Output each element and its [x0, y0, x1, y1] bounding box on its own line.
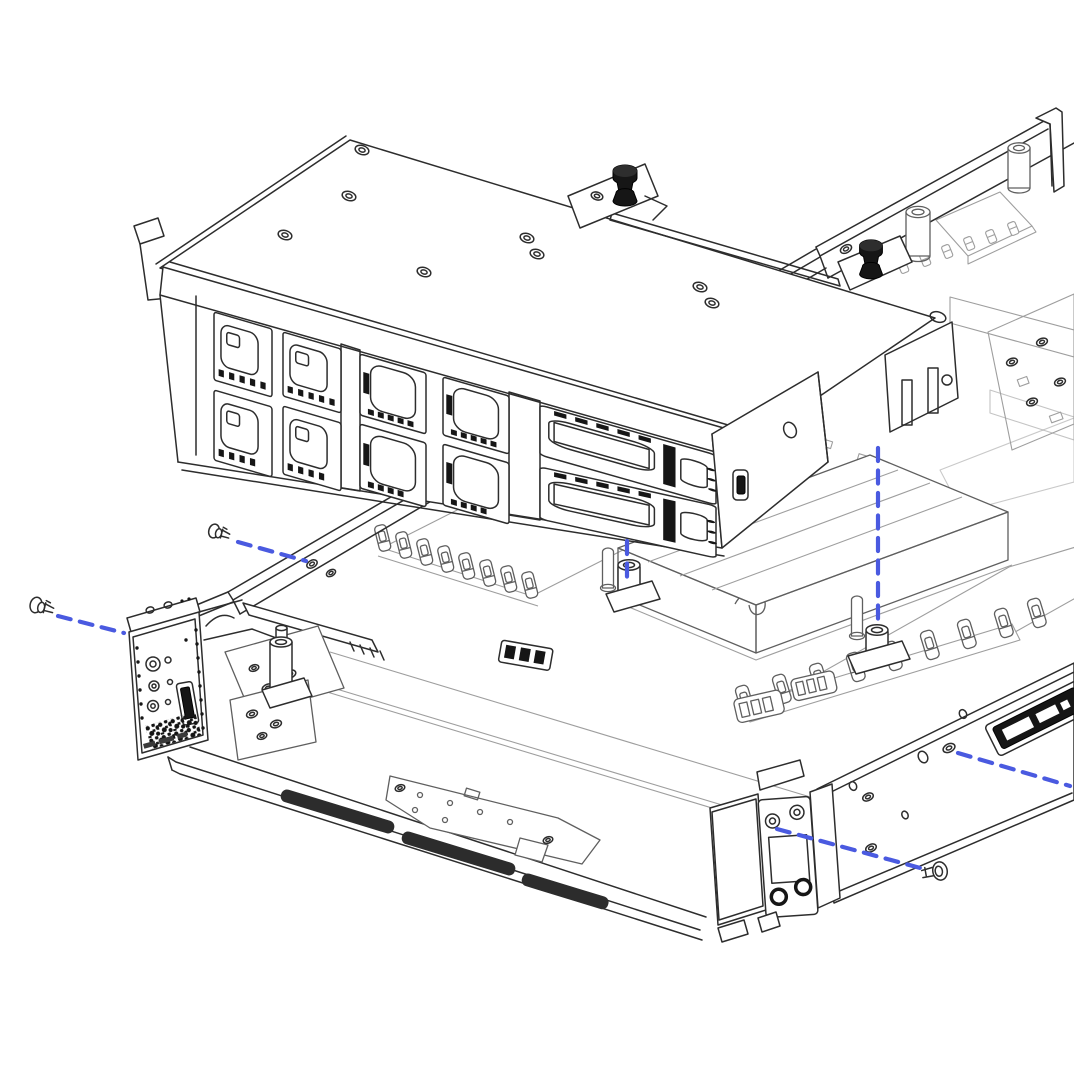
drive-tray [443, 444, 509, 524]
standoff-front [606, 559, 660, 612]
drive-tray [283, 406, 341, 491]
front-panel-bracket [127, 597, 384, 760]
pcb-region-right [988, 294, 1074, 450]
chassis-rear-wall [816, 108, 1074, 278]
cage-front-face [160, 267, 755, 558]
chassis-floor [136, 592, 870, 940]
connector-blocks [733, 670, 838, 723]
status-led [165, 657, 173, 705]
drive-tray [283, 332, 341, 413]
barrel-standoff [262, 625, 312, 708]
side-io-port [984, 680, 1074, 757]
connector-band-2 [990, 390, 1074, 440]
standoff [1008, 143, 1030, 193]
floor-pcb-plate [386, 776, 600, 864]
drive-tray [360, 424, 426, 507]
drive-tray-wide [540, 467, 717, 558]
power-button [146, 657, 160, 671]
drive-tray [214, 390, 272, 477]
drive-cage-module [134, 136, 958, 558]
panel-label-text [143, 731, 188, 749]
chassis-right-wall [817, 663, 1074, 903]
drive-tray [443, 377, 509, 454]
floor-connector [498, 640, 553, 671]
cage-right-face [712, 372, 828, 548]
standoff-rear [848, 624, 910, 674]
alignment-line-5 [777, 829, 924, 869]
reset-button [148, 701, 159, 712]
corner-vent-bracket [710, 760, 840, 942]
alignment-line-2 [58, 616, 124, 633]
drive-tray [360, 354, 426, 434]
panel-support-arm [199, 600, 384, 760]
drive-tray [214, 312, 272, 397]
panel-perforations [135, 628, 205, 730]
connector-band [950, 297, 1074, 357]
alignment-line-6 [958, 753, 1070, 786]
drive-tray-wide [540, 405, 717, 505]
gripper-strips [280, 789, 609, 910]
standoff [906, 206, 930, 261]
plate-slot [610, 213, 840, 286]
cage-right-bracket [885, 322, 958, 432]
chassis [136, 108, 1074, 942]
id-button [149, 681, 159, 691]
guide-pins [599, 547, 911, 674]
aux-heatsink [936, 192, 1036, 264]
bracket-face [758, 796, 818, 917]
alignment-lines [58, 448, 1070, 869]
alignment-line-1 [238, 542, 306, 561]
